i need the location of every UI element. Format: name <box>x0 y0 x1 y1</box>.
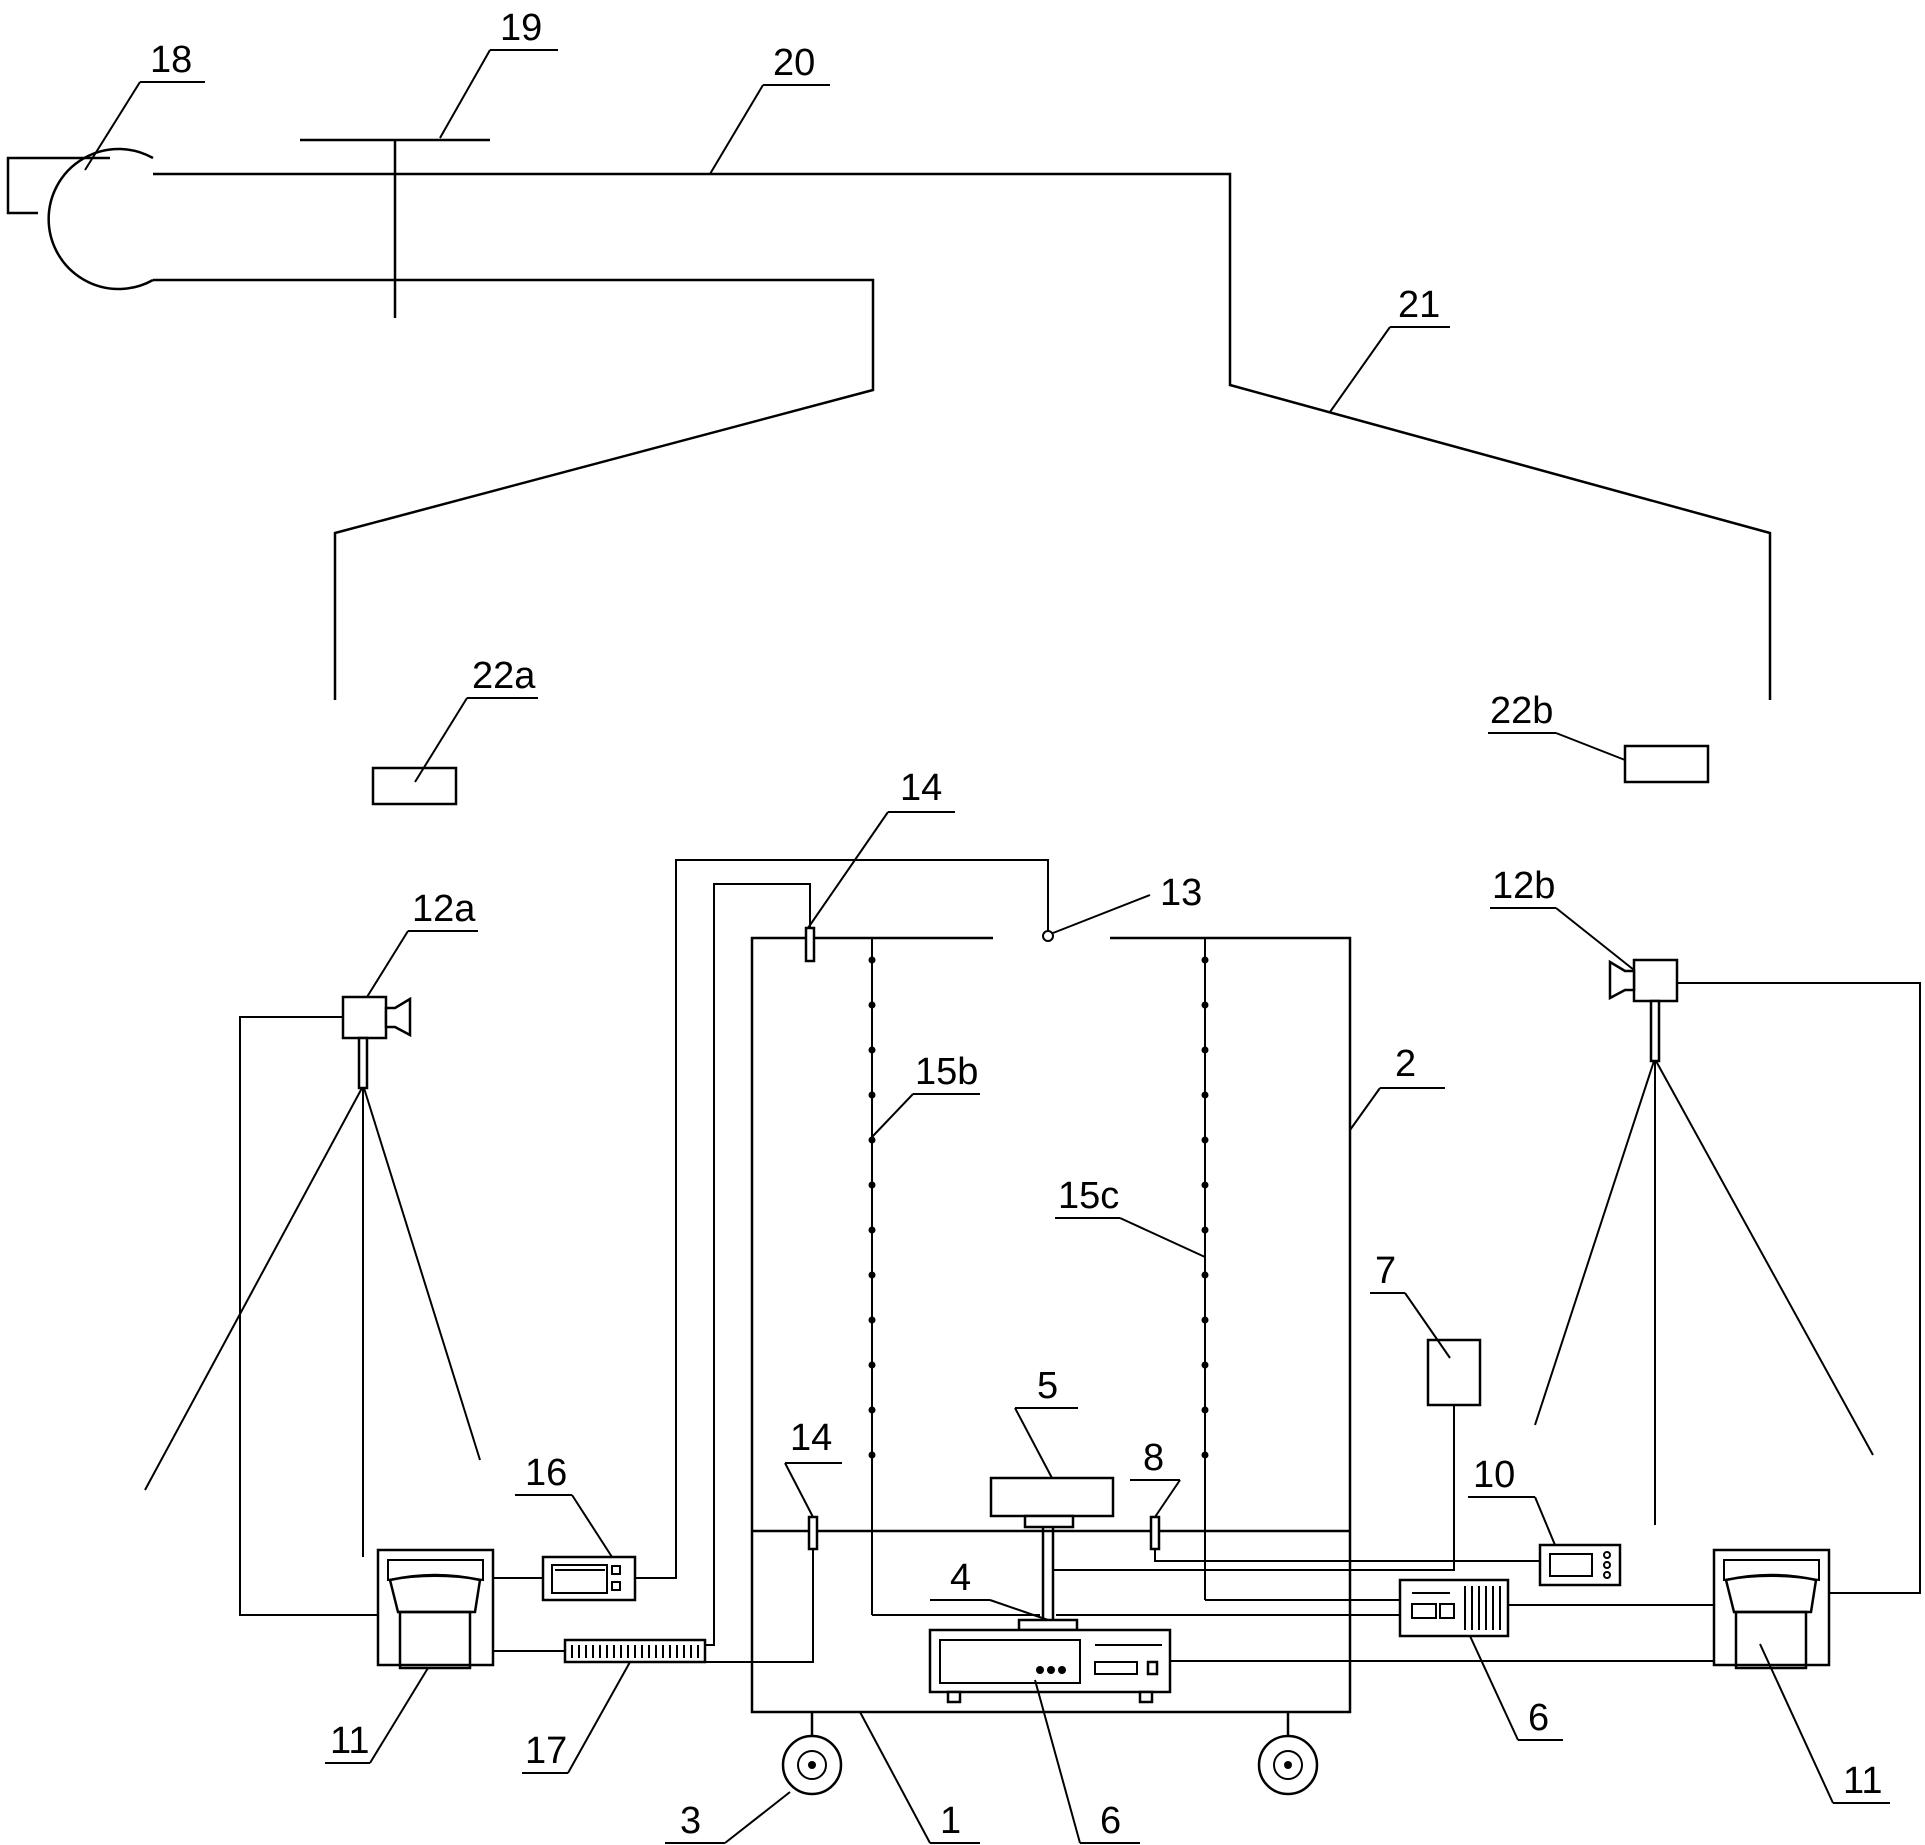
label-19: 19 <box>500 7 542 49</box>
leader-lines <box>84 49 1890 1844</box>
thermocouple-junction <box>1201 1046 1209 1054</box>
sensor-22a <box>371 766 458 806</box>
holder-plate <box>1023 1514 1075 1529</box>
label-1: 1 <box>940 1800 961 1842</box>
pressure-sensor-bottom <box>807 1515 819 1551</box>
label-20: 20 <box>773 42 815 84</box>
thermocouple-junction <box>1201 1091 1209 1099</box>
sensor-22b <box>1623 744 1710 784</box>
label-11-left: 11 <box>330 1720 369 1762</box>
rod-base <box>1017 1618 1079 1632</box>
label-12a: 12a <box>412 888 476 930</box>
hygrometer <box>1426 1338 1482 1407</box>
tripod-right <box>1534 1060 1874 1525</box>
thermocouple-junction <box>1201 1406 1209 1414</box>
label-21: 21 <box>1398 284 1440 326</box>
label-15c: 15c <box>1058 1175 1119 1217</box>
thermocouple-junction <box>1201 1181 1209 1189</box>
thermocouple-junction <box>1201 1451 1209 1459</box>
label-15b: 15b <box>915 1051 978 1093</box>
thermocouple-junction <box>1201 1226 1209 1234</box>
label-16: 16 <box>525 1452 567 1494</box>
thermocouple-junction <box>868 1136 876 1144</box>
thermocouple-tree-15b <box>868 938 876 1615</box>
igniter <box>1042 930 1054 942</box>
labels: 18 19 20 21 22a 22b 14 13 12a 12b 15b 15… <box>150 7 1882 1842</box>
thermocouple-junction <box>1201 1136 1209 1144</box>
computer-left <box>376 1548 495 1670</box>
label-11-right: 11 <box>1843 1760 1882 1802</box>
label-13: 13 <box>1160 872 1202 914</box>
label-12b: 12b <box>1492 865 1555 907</box>
wheels <box>781 1712 1319 1796</box>
label-6-right: 6 <box>1528 1697 1549 1739</box>
exhaust-fan <box>6 147 154 291</box>
label-6-bottom: 6 <box>1100 1800 1121 1842</box>
label-3: 3 <box>680 1800 701 1842</box>
data-logger <box>1398 1578 1510 1638</box>
thermocouple-junction <box>868 1001 876 1009</box>
thermocouple-junction <box>868 1316 876 1324</box>
thermocouple-junction <box>1201 1316 1209 1324</box>
thermocouple-junction <box>1201 1001 1209 1009</box>
exhaust-duct <box>153 172 1772 700</box>
label-14-bottom: 14 <box>790 1417 832 1459</box>
label-10: 10 <box>1473 1454 1515 1496</box>
computer-right <box>1712 1548 1831 1670</box>
pressure-sensor-top <box>804 926 816 963</box>
label-17: 17 <box>525 1730 567 1772</box>
thermocouple-junction <box>868 956 876 964</box>
label-22b: 22b <box>1490 690 1553 732</box>
test-chamber <box>750 936 1352 1714</box>
label-5: 5 <box>1037 1365 1058 1407</box>
thermocouple-junction <box>868 1271 876 1279</box>
valve <box>300 138 490 318</box>
camera-12a <box>341 995 412 1090</box>
thermocouple-junction <box>868 1361 876 1369</box>
thermocouple-junction <box>1201 1271 1209 1279</box>
thermocouple-junction <box>868 1226 876 1234</box>
thermocouple-junction <box>868 1406 876 1414</box>
sample-holder <box>989 1476 1115 1518</box>
tripod-left <box>144 1087 481 1557</box>
thermocouple-junction <box>1201 956 1209 964</box>
wiring <box>239 859 1921 1663</box>
label-8: 8 <box>1143 1437 1164 1479</box>
controller-16 <box>541 1555 637 1602</box>
thermocouple-junction <box>868 1181 876 1189</box>
sensor-8 <box>1149 1515 1161 1551</box>
thermocouple-junction <box>1201 1361 1209 1369</box>
power-strip <box>563 1638 707 1664</box>
camera-12b <box>1608 958 1679 1063</box>
label-22a: 22a <box>472 655 536 697</box>
thermocouple-junction <box>868 1091 876 1099</box>
label-2: 2 <box>1395 1043 1416 1085</box>
label-18: 18 <box>150 39 192 81</box>
label-4: 4 <box>950 1557 971 1599</box>
thermocouple-tree-15c <box>1201 938 1209 1600</box>
thermocouple-junction <box>868 1046 876 1054</box>
label-14-top: 14 <box>900 767 942 809</box>
instrument-10 <box>1538 1543 1622 1587</box>
thermocouple-junction <box>868 1451 876 1459</box>
label-7: 7 <box>1375 1250 1396 1292</box>
electronic-balance <box>928 1628 1172 1704</box>
